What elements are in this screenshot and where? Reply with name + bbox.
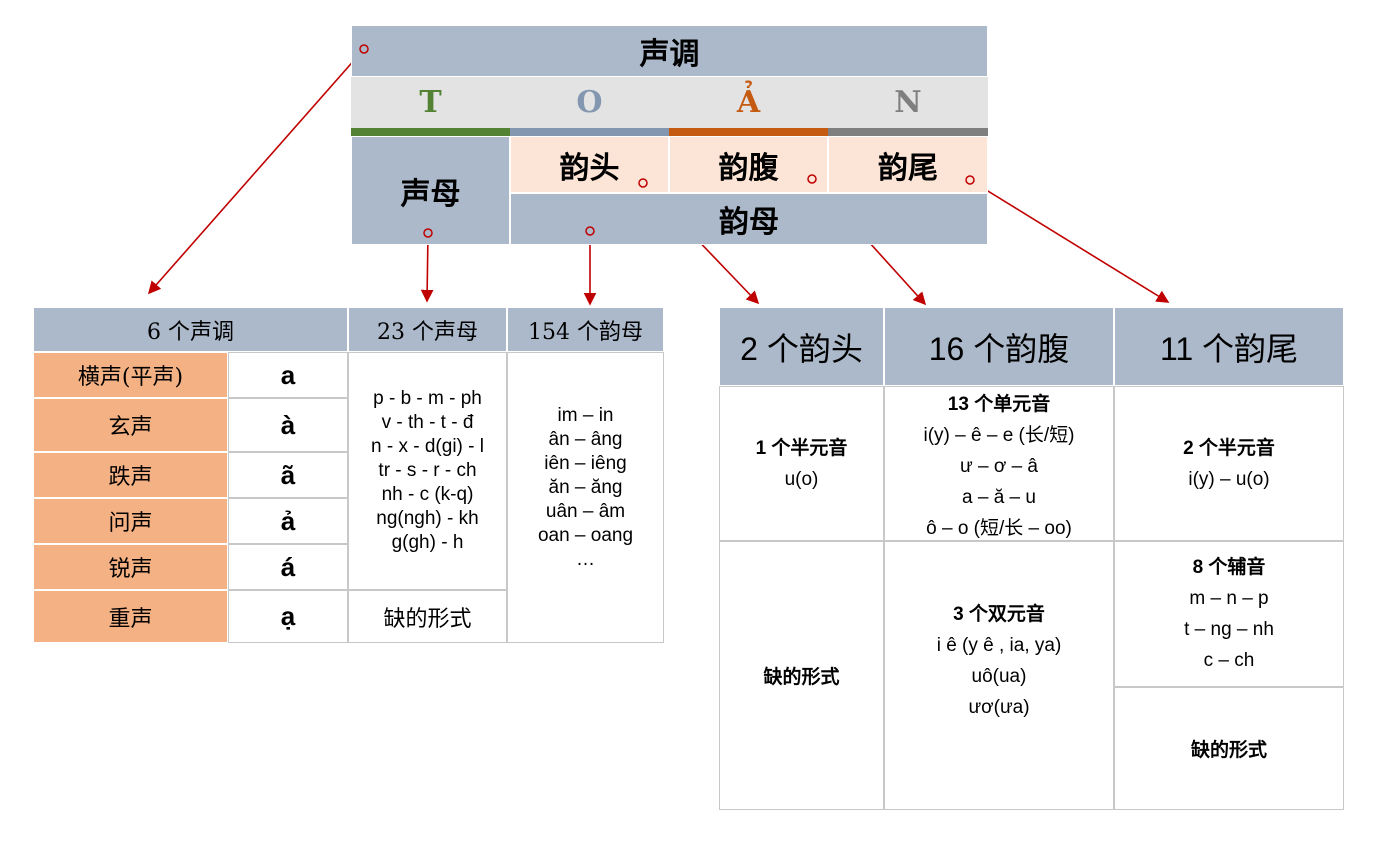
coda-consonants-line: t – ng – nh bbox=[1184, 619, 1274, 640]
bar-blue bbox=[510, 128, 669, 136]
tone-mark: a bbox=[228, 352, 348, 398]
tone-name: 重声 bbox=[33, 590, 228, 643]
letter-t: T bbox=[419, 85, 442, 120]
nucleus-cell: 韵腹 bbox=[669, 136, 828, 193]
diphthongs-line: ươ(ưa) bbox=[968, 696, 1030, 718]
tone-name: 玄声 bbox=[33, 398, 228, 452]
header-rhymes: 154 个韵母 bbox=[507, 307, 664, 352]
initials-line: g(gh) - h bbox=[391, 532, 464, 553]
rhyme-cell: 韵母 bbox=[510, 193, 988, 245]
coda-consonants-line: c – ch bbox=[1203, 650, 1255, 671]
tone-mark: ả bbox=[228, 498, 348, 544]
tone-name: 跌声 bbox=[33, 452, 228, 498]
initials-line: n - x - d(gi) - l bbox=[371, 436, 484, 457]
header-codas: 11 个韵尾 bbox=[1114, 307, 1344, 386]
rhyme-line: iên – iêng bbox=[544, 452, 627, 474]
rhyme-line: … bbox=[576, 548, 595, 570]
header-initials: 23 个声母 bbox=[348, 307, 507, 352]
nucleus-diphthongs: 3 个双元音 i ê (y ê , ia, ya) uô(ua) ươ(ưa) bbox=[884, 541, 1114, 810]
coda-cell: 韵尾 bbox=[828, 136, 988, 193]
monophthongs-line: ô – o (短/长 – oo) bbox=[926, 518, 1072, 539]
letter-o: O bbox=[576, 85, 603, 120]
coda-missing: 缺的形式 bbox=[1114, 687, 1344, 810]
initials-list: p - b - m - ph v - th - t - đ n - x - d(… bbox=[348, 352, 507, 590]
diphthongs-line: uô(ua) bbox=[971, 665, 1027, 687]
tone-mark: à bbox=[228, 398, 348, 452]
coda-semivowels-title: 2 个半元音 bbox=[1183, 437, 1275, 459]
coda-consonants-line: m – n – p bbox=[1189, 588, 1269, 609]
letter-n: N bbox=[894, 85, 922, 120]
initials-line: v - th - t - đ bbox=[381, 412, 474, 433]
tone-title: 声调 bbox=[351, 25, 988, 77]
initials-line: p - b - m - ph bbox=[373, 388, 482, 409]
toan-row bbox=[351, 77, 988, 128]
medial-semivowel: 1 个半元音 u(o) bbox=[719, 386, 884, 541]
diphthongs-line: i ê (y ê , ia, ya) bbox=[936, 634, 1062, 656]
rhyme-line: uân – âm bbox=[545, 500, 626, 522]
monophthongs-line: ư – ơ – â bbox=[960, 456, 1038, 477]
rhyme-line: ân – âng bbox=[548, 428, 623, 450]
tone-name: 横声(平声) bbox=[33, 352, 228, 398]
rhyme-line: ăn – ăng bbox=[548, 476, 623, 498]
coda-semivowels-value: i(y) – u(o) bbox=[1188, 468, 1270, 490]
header-medials: 2 个韵头 bbox=[719, 307, 884, 386]
nucleus-monophthongs: 13 个单元音 i(y) – ê – e (长/短) ư – ơ – â a –… bbox=[884, 386, 1114, 541]
tone-mark: ã bbox=[228, 452, 348, 498]
tone-name: 问声 bbox=[33, 498, 228, 544]
medial-cell: 韵头 bbox=[510, 136, 669, 193]
header-tones: 6 个声调 bbox=[33, 307, 348, 352]
tone-mark: ạ bbox=[228, 590, 348, 643]
monophthongs-line: a – ă – u bbox=[962, 487, 1036, 508]
initials-line: ng(ngh) - kh bbox=[376, 508, 479, 529]
medial-semivowel-value: u(o) bbox=[784, 468, 819, 490]
tone-mark: á bbox=[228, 544, 348, 590]
tone-name: 锐声 bbox=[33, 544, 228, 590]
coda-consonants-title: 8 个辅音 bbox=[1192, 557, 1266, 578]
letter-a: Ả bbox=[736, 85, 761, 120]
rhymes-list: im – in ân – âng iên – iêng ăn – ăng uân… bbox=[507, 352, 664, 643]
initials-missing: 缺的形式 bbox=[348, 590, 507, 643]
initials-line: tr - s - r - ch bbox=[378, 460, 477, 481]
initials-line: nh - c (k-q) bbox=[381, 484, 474, 505]
bar-orange bbox=[669, 128, 828, 136]
bar-green bbox=[351, 128, 510, 136]
medial-semivowel-title: 1 个半元音 bbox=[755, 437, 848, 459]
bar-gray bbox=[828, 128, 988, 136]
coda-consonants: 8 个辅音 m – n – p t – ng – nh c – ch bbox=[1114, 541, 1344, 687]
header-nuclei: 16 个韵腹 bbox=[884, 307, 1114, 386]
rhyme-line: im – in bbox=[557, 404, 614, 426]
diphthongs-title: 3 个双元音 bbox=[953, 603, 1045, 625]
initial-cell: 声母 bbox=[351, 136, 510, 245]
monophthongs-line: i(y) – ê – e (长/短) bbox=[923, 425, 1075, 446]
medial-missing: 缺的形式 bbox=[719, 541, 884, 810]
rhyme-line: oan – oang bbox=[537, 524, 634, 546]
coda-semivowels: 2 个半元音 i(y) – u(o) bbox=[1114, 386, 1344, 541]
monophthongs-title: 13 个单元音 bbox=[947, 394, 1051, 415]
